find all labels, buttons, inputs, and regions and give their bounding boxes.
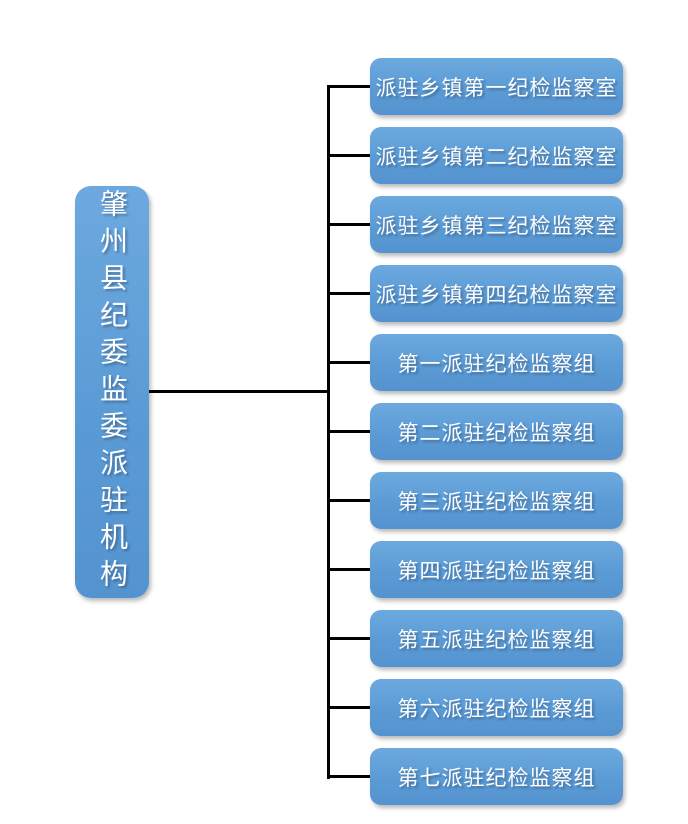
child-node-label: 第二派驻纪检监察组 [397, 421, 596, 445]
connector-stub [327, 706, 370, 709]
child-node-label: 第三派驻纪检监察组 [397, 490, 596, 514]
child-node: 派驻乡镇第二纪检监察室 [327, 127, 623, 184]
child-node: 第四派驻纪检监察组 [327, 541, 623, 598]
child-node-label: 派驻乡镇第四纪检监察室 [375, 283, 618, 307]
child-node: 第五派驻纪检监察组 [327, 610, 623, 667]
child-node: 派驻乡镇第四纪检监察室 [327, 265, 623, 322]
connector-stub [327, 775, 370, 778]
child-node-label: 第四派驻纪检监察组 [397, 559, 596, 583]
connector-stub [327, 568, 370, 571]
child-nodes: 派驻乡镇第一纪检监察室 派驻乡镇第二纪检监察室 派驻乡镇第三纪检监察室 派驻乡镇… [327, 58, 623, 805]
connector-stub [327, 85, 370, 88]
child-node: 第七派驻纪检监察组 [327, 748, 623, 805]
child-node: 第三派驻纪检监察组 [327, 472, 623, 529]
child-node-label: 第五派驻纪检监察组 [397, 628, 596, 652]
connector-stub [327, 223, 370, 226]
child-node-label: 派驻乡镇第二纪检监察室 [375, 145, 618, 169]
connector-stub [327, 292, 370, 295]
child-node: 第六派驻纪检监察组 [327, 679, 623, 736]
connector-main-line [149, 390, 330, 393]
connector-stub [327, 154, 370, 157]
child-node: 第二派驻纪检监察组 [327, 403, 623, 460]
child-node-label: 派驻乡镇第一纪检监察室 [375, 76, 618, 100]
root-node-label: 肇州县纪委监委派驻机构 [97, 188, 128, 596]
child-node-label: 第一派驻纪检监察组 [397, 352, 596, 376]
root-node: 肇州县纪委监委派驻机构 [75, 186, 149, 598]
child-node: 派驻乡镇第三纪检监察室 [327, 196, 623, 253]
connector-stub [327, 499, 370, 502]
child-node-label: 派驻乡镇第三纪检监察室 [375, 214, 618, 238]
connector-stub [327, 637, 370, 640]
child-node-label: 第六派驻纪检监察组 [397, 697, 596, 721]
connector-stub [327, 361, 370, 364]
child-node: 派驻乡镇第一纪检监察室 [327, 58, 623, 115]
child-node-label: 第七派驻纪检监察组 [397, 766, 596, 790]
connector-stub [327, 430, 370, 433]
child-node: 第一派驻纪检监察组 [327, 334, 623, 391]
